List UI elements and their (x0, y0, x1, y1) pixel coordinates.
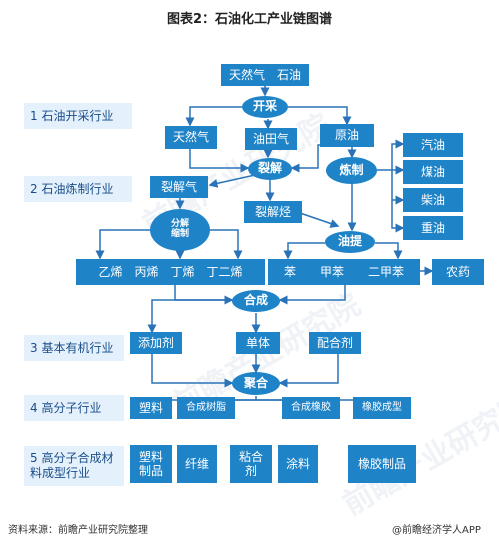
plastic-products-line: 塑料 (138, 449, 163, 464)
plastic-products-line: 制品 (138, 464, 163, 478)
synthetic-resin-box: 合成树脂 (177, 397, 235, 419)
cracked-gas-box: 裂解气 (150, 176, 208, 198)
stage-label-line: 5 高分子合成材 (30, 451, 114, 465)
connector (283, 242, 325, 260)
source-box: 天然气 石油 (221, 64, 309, 86)
synthesis-oval: 合成 (232, 290, 280, 312)
connector (208, 174, 256, 188)
connector (147, 299, 232, 334)
oilfield-gas-box: 油田气 (245, 128, 297, 150)
decompose-oval: 分解 缩制 (150, 209, 210, 251)
plastic-products-box: 塑料 制品 (130, 445, 172, 483)
footer-brand: @前瞻经济学人APP (392, 525, 481, 536)
natural-gas-box: 天然气 (165, 126, 217, 149)
connector (151, 354, 234, 388)
polymerize-oval: 聚合 (232, 372, 280, 395)
connector (299, 212, 340, 228)
connector (377, 139, 405, 171)
fiber-box: 纤维 (177, 445, 217, 483)
gasoline-box: 汽油 (403, 133, 463, 157)
adhesive-line: 粘合 (238, 449, 263, 464)
refining-oval: 炼制 (326, 157, 377, 184)
rubber-molding-box: 橡胶成型 (353, 397, 411, 419)
compounding-agent-box: 配合剂 (309, 332, 361, 354)
connector (210, 229, 243, 260)
decompose-oval-line: 分解 (170, 219, 189, 230)
connector (290, 144, 330, 173)
olefins-box: 乙烯 丙烯 丁烯 丁二烯 (76, 259, 265, 285)
synthetic-rubber-box: 合成橡胶 (282, 397, 340, 419)
connector (95, 229, 150, 260)
plastic-box: 塑料 (130, 397, 172, 419)
connector (375, 242, 403, 260)
connector (288, 106, 352, 126)
pesticide-box: 农药 (432, 259, 484, 285)
stage-label: 5 高分子合成材 料成型行业 (24, 446, 124, 486)
connector (391, 200, 405, 233)
connector (391, 170, 405, 205)
footer-source: 资料来源：前瞻产业研究院整理 (8, 525, 148, 536)
stage-label: 1 石油开采行业 (24, 103, 132, 129)
stage-label: 2 石油炼制行业 (24, 176, 132, 202)
rubber-products-box: 橡胶制品 (348, 445, 416, 483)
monomer-box: 单体 (236, 332, 280, 354)
cracked-hydrocarbon-box: 裂解烃 (244, 201, 302, 223)
connector (174, 285, 234, 305)
kerosene-box: 煤油 (403, 160, 463, 184)
adhesive-box: 粘合 剂 (230, 445, 272, 483)
heavy-oil-box: 重油 (403, 216, 463, 240)
connector (278, 354, 339, 388)
connector (189, 149, 250, 173)
diesel-box: 柴油 (403, 188, 463, 212)
mining-oval: 开采 (242, 96, 288, 118)
coating-box: 涂料 (278, 445, 318, 483)
stage-label-line: 料成型行业 (30, 466, 91, 480)
aromatics-box: 苯 甲苯 二甲苯 (268, 259, 420, 285)
stage-label: 4 高分子行业 (24, 395, 124, 421)
cracking-oval: 裂解 (248, 158, 292, 180)
crude-oil-box: 原油 (320, 124, 374, 147)
additive-box: 添加剂 (130, 332, 182, 354)
extraction-oval: 油提 (325, 231, 375, 253)
decompose-oval-line: 缩制 (170, 229, 189, 239)
connector (185, 106, 242, 127)
stage-label: 3 基本有机行业 (24, 335, 124, 361)
adhesive-line: 剂 (244, 464, 257, 478)
page-title: 图表2：石油化工产业链图谱 (166, 12, 333, 27)
connector (278, 285, 346, 305)
